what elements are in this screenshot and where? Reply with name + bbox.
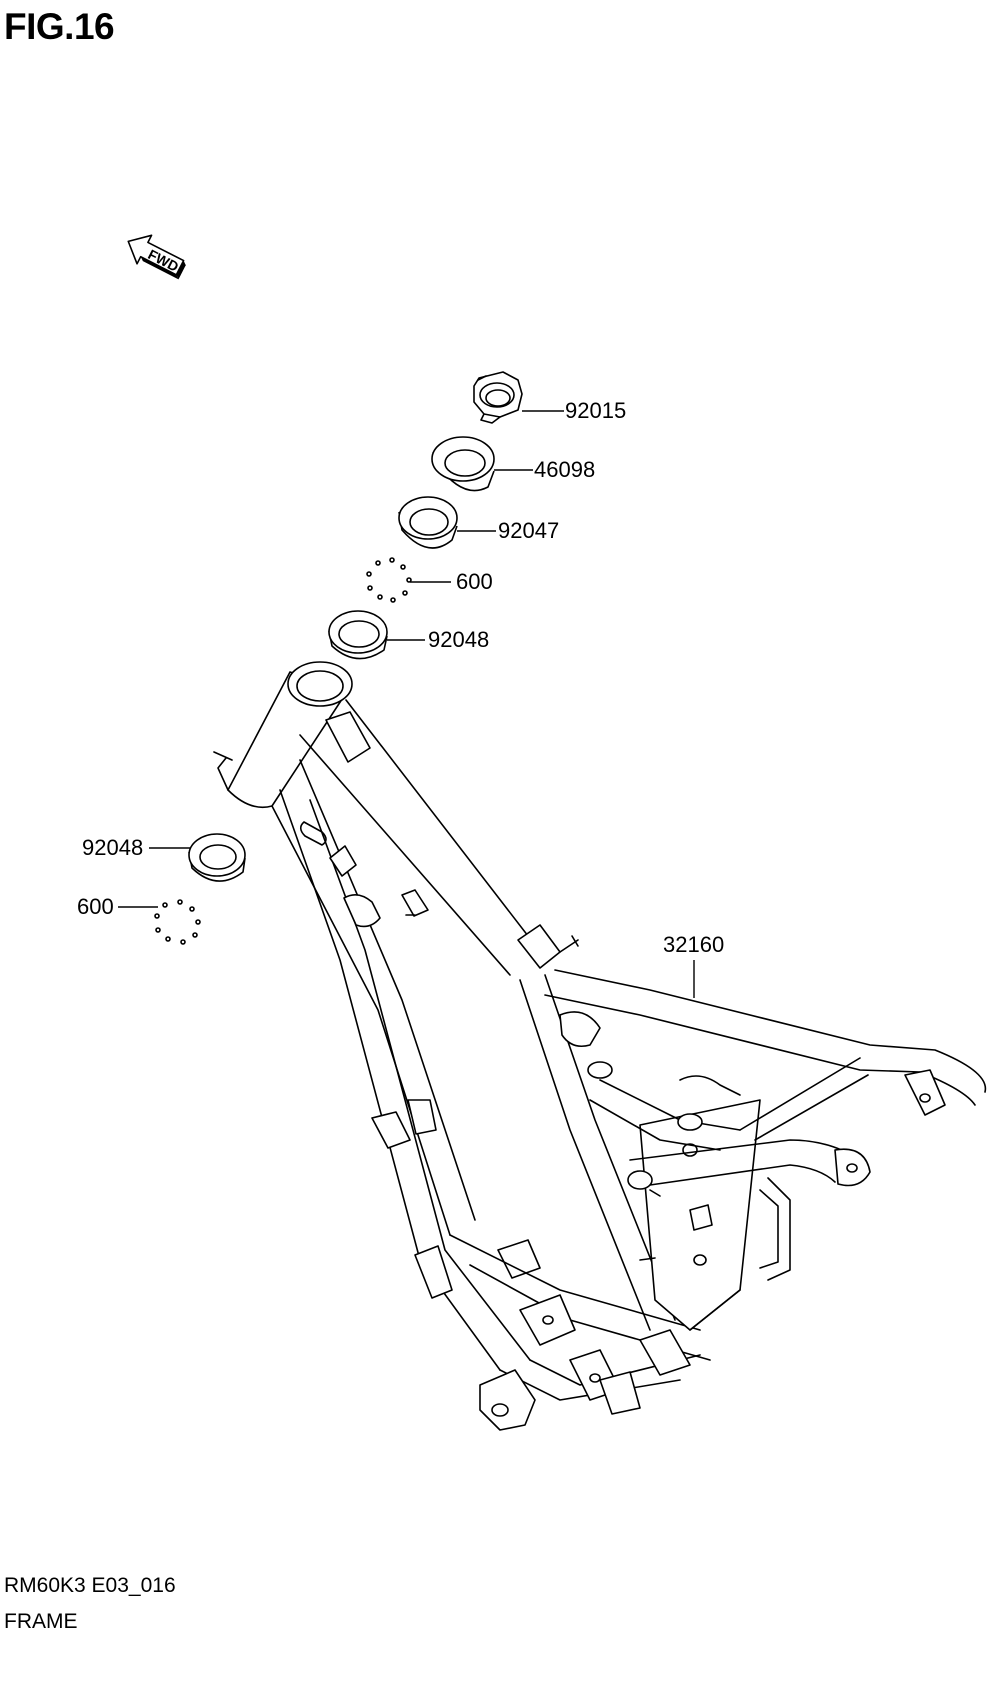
callout-92015: 92015 <box>565 398 626 423</box>
fwd-arrow-icon: FWD <box>127 234 186 280</box>
part-600-bearing-upper <box>366 557 412 603</box>
callout-92048-lower: 92048 <box>82 835 143 860</box>
callout-92048-upper: 92048 <box>428 627 489 652</box>
part-92048-race-lower <box>188 833 246 882</box>
callout-600-upper: 600 <box>456 569 493 594</box>
figure-name: FRAME <box>4 1610 78 1633</box>
part-46098-washer <box>431 436 495 492</box>
part-92047-race <box>398 496 458 549</box>
callout-32160: 32160 <box>663 932 724 957</box>
callout-600-lower: 600 <box>77 894 114 919</box>
figure-code: RM60K3 E03_016 <box>4 1574 176 1597</box>
figure-title: FIG.16 <box>4 6 115 47</box>
part-92048-race-upper <box>328 610 388 660</box>
part-600-bearing-lower <box>154 899 201 945</box>
callout-92047: 92047 <box>498 518 559 543</box>
callout-46098: 46098 <box>534 457 595 482</box>
part-32160-frame <box>213 661 987 1431</box>
part-92015-nut <box>473 371 523 424</box>
